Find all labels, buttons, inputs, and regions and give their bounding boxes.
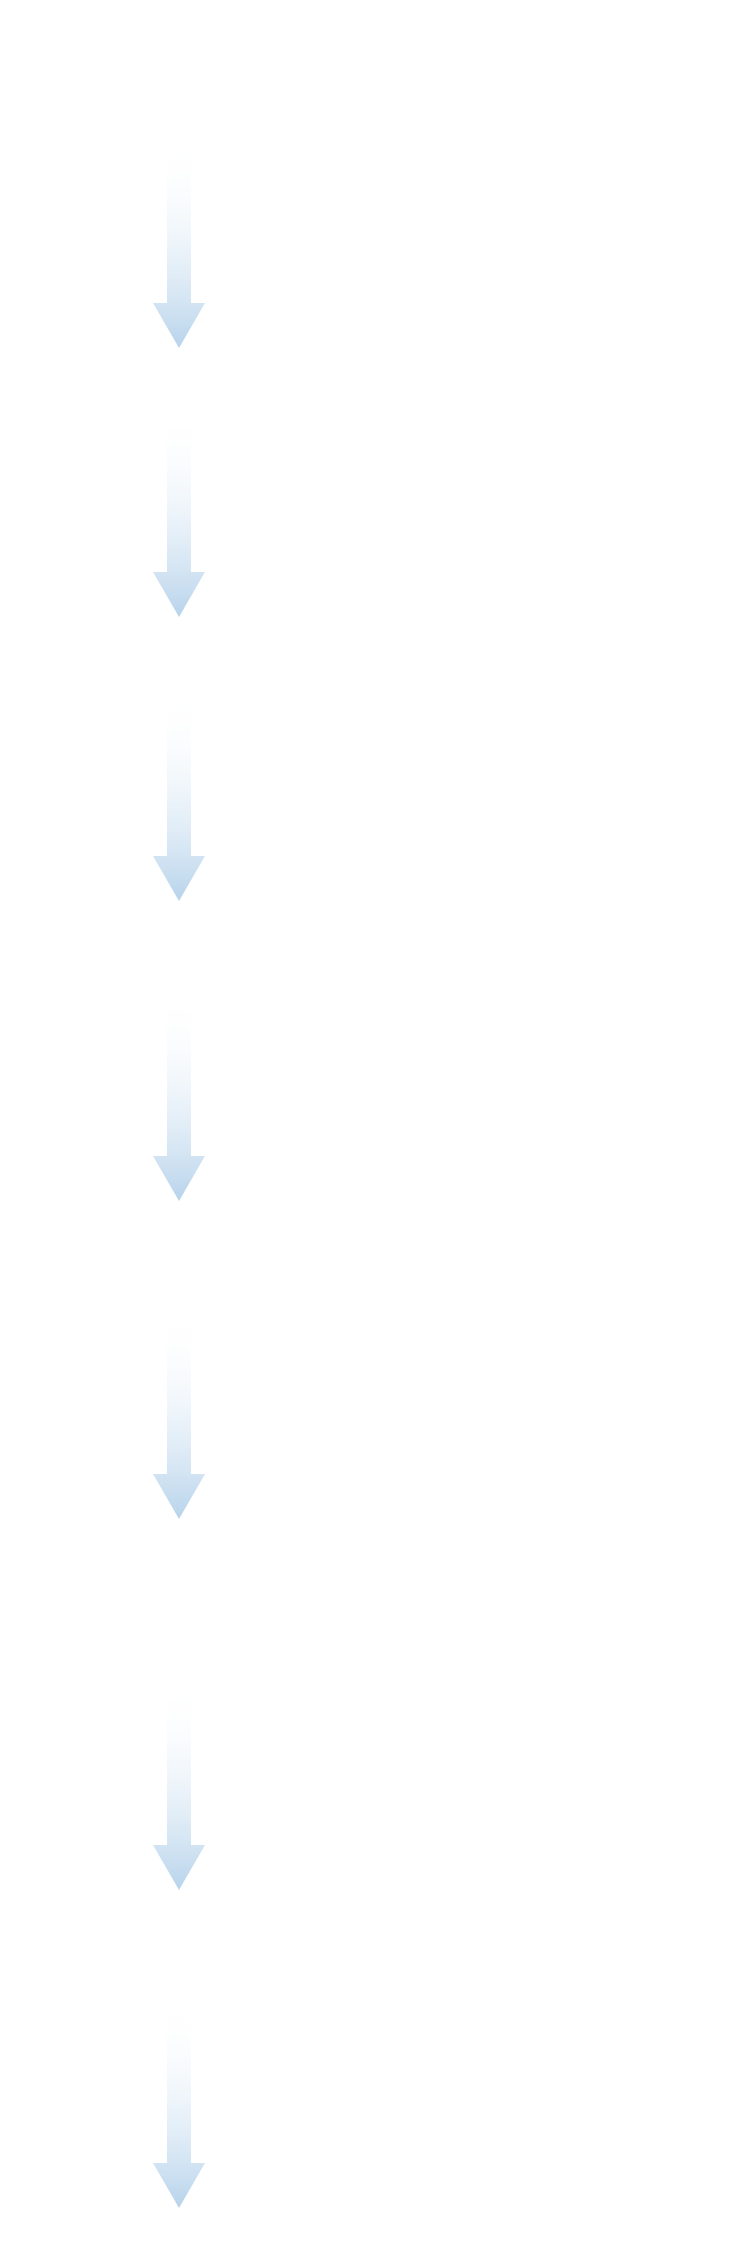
down-arrow-icon xyxy=(153,991,205,1201)
down-arrow-icon xyxy=(153,1681,205,1890)
down-arrow-icon xyxy=(153,692,205,901)
arrow-connectors xyxy=(153,140,205,2208)
down-arrow-icon xyxy=(153,408,205,617)
down-arrow-icon xyxy=(153,140,205,348)
down-arrow-icon xyxy=(153,1998,205,2208)
down-arrow-icon xyxy=(153,1310,205,1519)
